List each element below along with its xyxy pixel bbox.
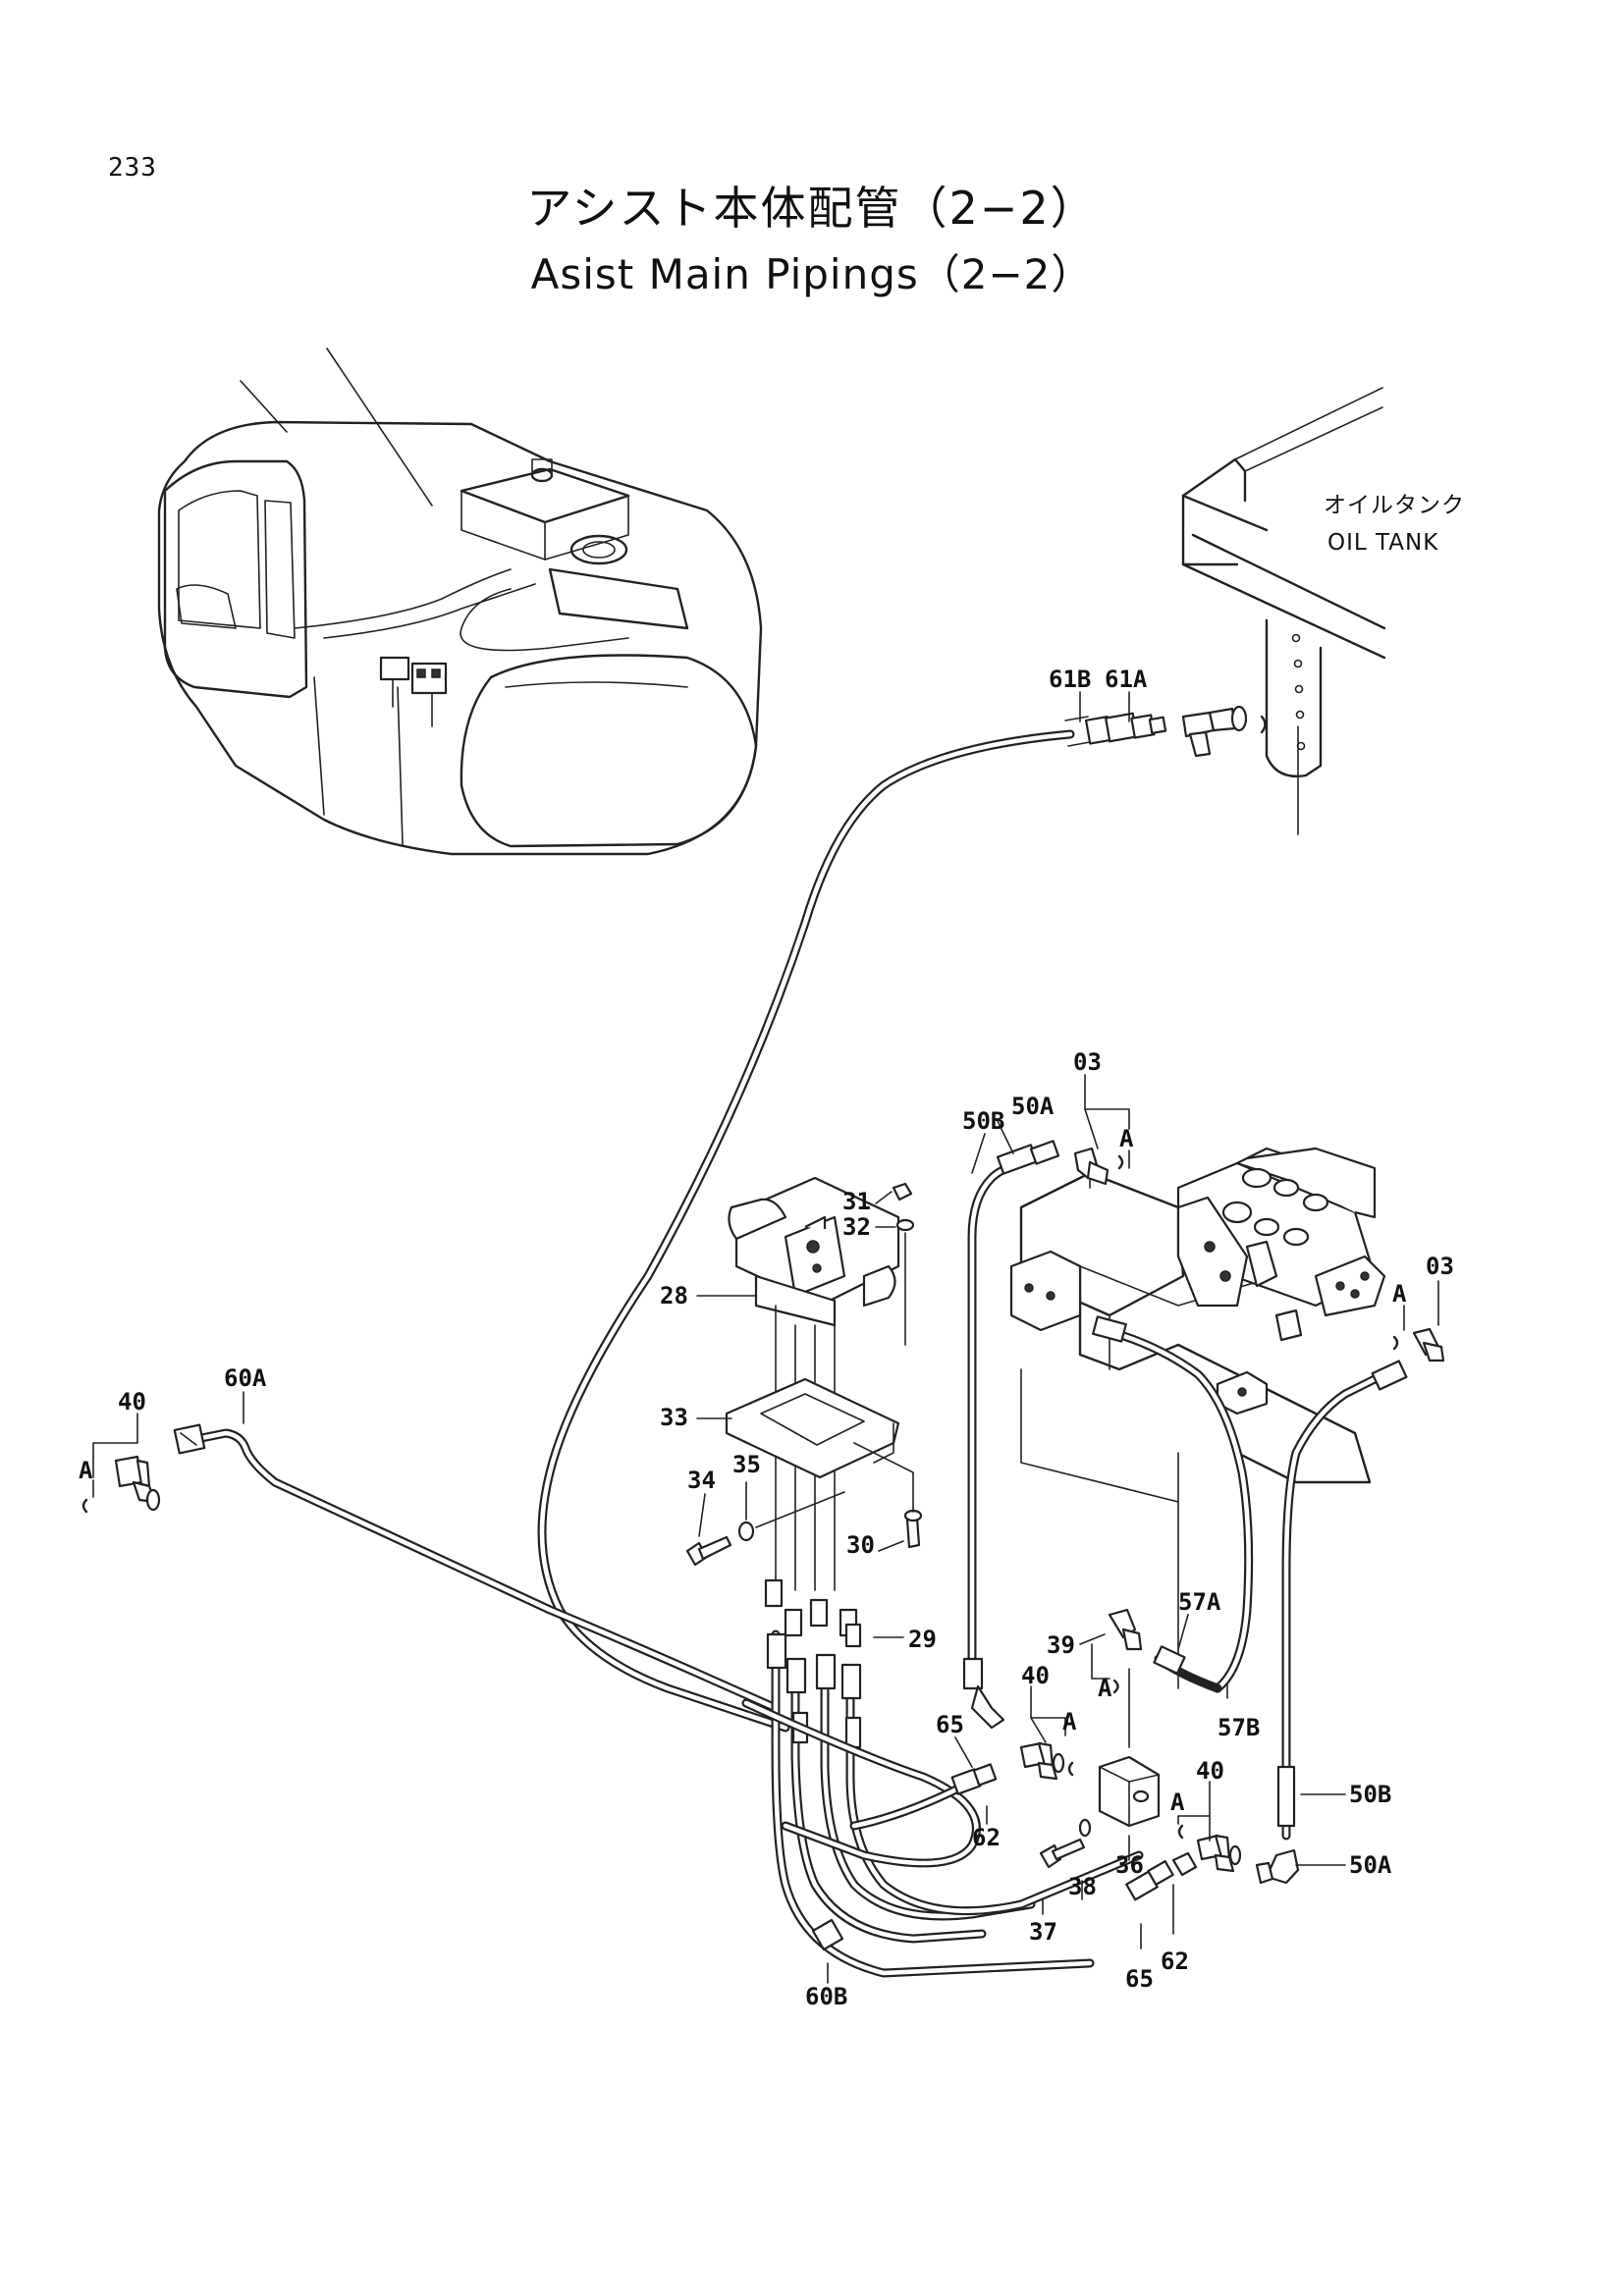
label-03-right: 03 [1426,1253,1454,1280]
control-valve-assembly [1009,1147,1386,1689]
oil-tank-label-jp: オイルタンク [1324,493,1465,518]
label-57B: 57B [1218,1714,1260,1741]
title-japanese: アシスト本体配管（2−2） [526,182,1098,235]
label-31: 31 [842,1188,871,1215]
hose-65-62-upper [849,1763,998,1831]
elbow-39 [1108,1608,1143,1694]
part-labels: 61B 61A 03 A 50B 50A 31 32 28 03 A 40 60… [79,666,1454,2010]
hose-57 [1092,1315,1254,1693]
label-60B: 60B [805,1983,847,2010]
label-62-lower: 62 [1161,1948,1189,1975]
hose-50-upper [962,1140,1060,1730]
leader-lines [92,691,1439,1984]
elbow-03-top [1073,1147,1124,1186]
label-A-left: A [79,1457,93,1484]
oil-tank-label-en: OIL TANK [1327,530,1438,556]
pipe-60A [173,1423,781,1713]
label-61B: 61B [1049,666,1091,693]
label-A-40-middle: A [1062,1708,1077,1735]
oil-tank: オイルタンク OIL TANK [1181,387,1465,835]
label-57A: 57A [1178,1588,1221,1616]
tee-fitting-40-middle [1019,1741,1074,1781]
label-50B-top: 50B [962,1107,1004,1135]
hose-65-62-lower [1125,1851,1198,1901]
title-english: Asist Main Pipings（2−2） [530,250,1094,298]
label-50A-top: 50A [1011,1093,1055,1120]
tee-fitting-40-left [81,1455,161,1514]
tee-fitting-40-right [1177,1824,1242,1873]
label-50A-bottom: 50A [1349,1851,1392,1879]
label-62-upper: 62 [972,1824,1001,1851]
tank-tee-fitting [1181,705,1267,758]
label-40-middle: 40 [1021,1662,1050,1689]
label-61A: 61A [1105,666,1148,693]
label-39: 39 [1047,1631,1075,1659]
mounting-plate-33 [725,1377,900,1479]
nut-31-washer-32 [892,1182,915,1346]
label-65-upper: 65 [936,1711,964,1738]
label-A-40-right: A [1170,1789,1185,1816]
label-38: 38 [1068,1873,1097,1900]
label-60A: 60A [224,1364,267,1392]
label-36: 36 [1115,1851,1144,1879]
label-A-right: A [1392,1280,1407,1308]
label-A-39: A [1098,1675,1112,1702]
bolt-34-washer-35 [685,1491,845,1567]
label-03-top: 03 [1073,1048,1102,1076]
bolt-30 [853,1442,923,1549]
label-29: 29 [908,1626,937,1653]
label-40-left: 40 [118,1388,146,1415]
label-28: 28 [660,1282,688,1309]
label-32: 32 [842,1213,871,1241]
hose-bundle-60B [741,1629,1144,1978]
label-33: 33 [660,1404,688,1431]
elbow-03-right [1392,1327,1445,1362]
label-34: 34 [687,1467,716,1494]
label-50B-bottom: 50B [1349,1781,1391,1808]
manifold-block-36 [1098,1668,1161,1828]
label-65-lower: 65 [1125,1965,1154,1993]
page-number: 233 [108,153,157,183]
fittings-29 [764,1578,862,1648]
label-37: 37 [1029,1918,1057,1946]
label-40-right: 40 [1196,1757,1224,1785]
label-A-top: A [1119,1125,1134,1152]
label-35: 35 [732,1451,761,1478]
excavator-overview [157,347,763,856]
bolt-37-washer-38 [1039,1818,1092,1869]
hose-61 [537,729,1075,1733]
label-30: 30 [846,1531,875,1559]
hose-50-lower [1255,1360,1408,1885]
